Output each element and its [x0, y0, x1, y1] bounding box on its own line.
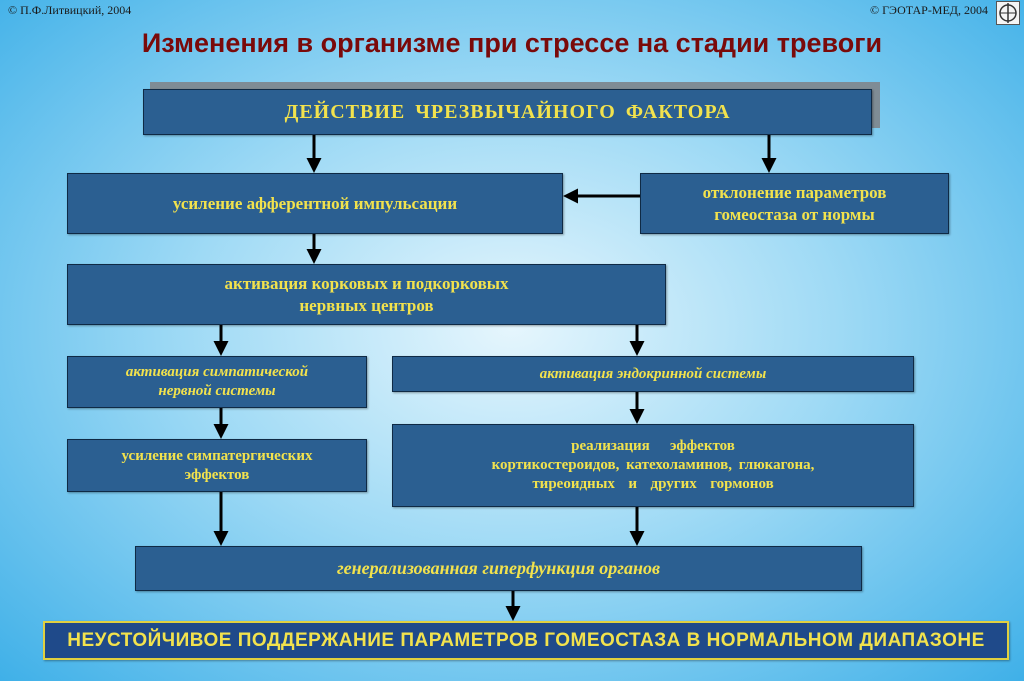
publisher-logo [996, 1, 1020, 25]
box-organ-hyperfunction-label: генерализованная гиперфункция органов [337, 558, 660, 579]
box-sympathergic-effects: усиление симпатергических эффектов [67, 439, 367, 492]
box-sympathetic-activation-line2: нервной системы [158, 383, 276, 399]
box-organ-hyperfunction: генерализованная гиперфункция органов [135, 546, 862, 591]
box-sympathergic-effects-line2: эффектов [184, 466, 250, 483]
box-unstable-homeostasis: НЕУСТОЙЧИВОЕ ПОДДЕРЖАНИЕ ПАРАМЕТРОВ ГОМЕ… [43, 621, 1009, 660]
box-cortical-activation-line1: активация корковых и подкорковых [224, 274, 509, 294]
box-afferent-impulses: усиление афферентной импульсации [67, 173, 563, 234]
box-hormone-effects-line1: реализация эффектов [571, 438, 735, 455]
box-extreme-factor-label: ДЕЙСТВИЕ ЧРЕЗВЫЧАЙНОГО ФАКТОРА [284, 100, 731, 123]
box-endocrine-activation: активация эндокринной системы [392, 356, 914, 392]
box-sympathetic-activation-line1: активация симпатической [125, 364, 309, 381]
box-hormone-effects-line3: тиреоидных и других гормонов [532, 475, 774, 492]
box-cortical-activation: активация корковых и подкорковых нервных… [67, 264, 666, 325]
box-homeostasis-deviation-line2: гомеостаза от нормы [714, 204, 875, 224]
box-extreme-factor: ДЕЙСТВИЕ ЧРЕЗВЫЧАЙНОГО ФАКТОРА [143, 89, 872, 135]
box-sympathetic-activation: активация симпатической нервной системы [67, 356, 367, 408]
copyright-left: © П.Ф.Литвицкий, 2004 [8, 3, 132, 17]
box-sympathergic-effects-line1: усиление симпатергических [121, 447, 313, 464]
box-unstable-homeostasis-label: НЕУСТОЙЧИВОЕ ПОДДЕРЖАНИЕ ПАРАМЕТРОВ ГОМЕ… [67, 629, 985, 651]
box-endocrine-activation-label: активация эндокринной системы [539, 365, 767, 382]
box-hormone-effects-line2: кортикостероидов, катехоламинов, глюкаго… [491, 457, 815, 474]
box-afferent-impulses-label: усиление афферентной импульсации [172, 193, 458, 213]
box-cortical-activation-line2: нервных центров [299, 295, 434, 315]
box-homeostasis-deviation: отклонение параметров гомеостаза от норм… [640, 173, 949, 234]
page-title: Изменения в организме при стрессе на ста… [141, 28, 883, 58]
box-hormone-effects: реализация эффектов кортикостероидов, ка… [392, 424, 914, 507]
box-homeostasis-deviation-line1: отклонение параметров [702, 183, 887, 203]
copyright-right: © ГЭОТАР-МЕД, 2004 [869, 3, 988, 17]
